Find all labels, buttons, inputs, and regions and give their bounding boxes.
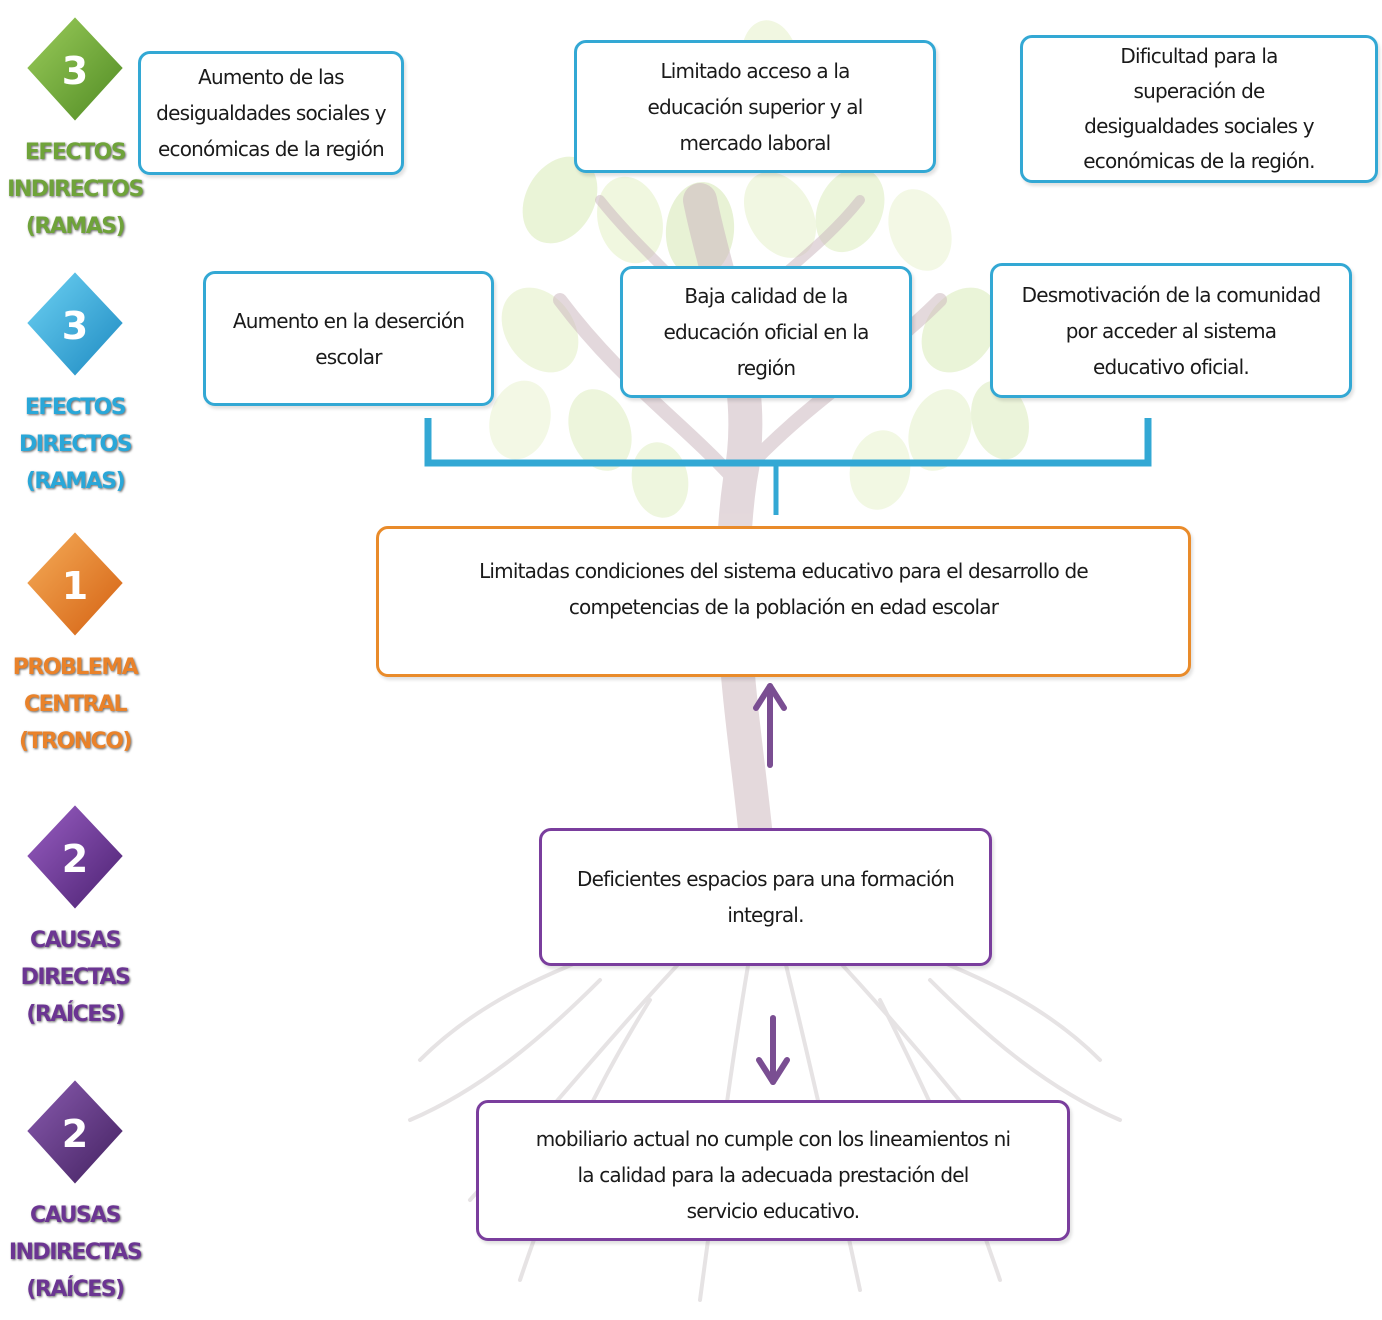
box-text-line: económicas de la región — [158, 137, 385, 161]
box-text-line: Desmotivación de la comunidad — [1021, 282, 1322, 307]
badge-line: (TRONCO) — [18, 729, 133, 754]
indirect-effect-box-1: Aumento de las desigualdades sociales y … — [138, 51, 404, 175]
badge-line: (RAÍCES) — [26, 1002, 125, 1027]
box-text-line: desigualdades sociales y — [1084, 114, 1314, 138]
box-text-line: económicas de la región. — [1083, 149, 1315, 173]
badge-line: CAUSAS — [29, 1203, 122, 1228]
badge-line: INDIRECTAS — [8, 1240, 143, 1265]
up-arrow — [753, 683, 787, 768]
box-text-line: educación superior y al — [647, 94, 863, 119]
box-text-line: Limitadas condiciones del sistema educat… — [479, 559, 1089, 583]
box-text-line: Aumento en la deserción — [232, 308, 465, 333]
legend-causas-directas: 2 CAUSAS DIRECTAS (RAÍCES) — [0, 798, 150, 1033]
box-text-line: desigualdades sociales y — [156, 101, 386, 125]
direct-effect-box-2: Baja calidad de la educación oficial en … — [620, 266, 912, 398]
diamond-icon: 2 — [24, 802, 126, 912]
direct-cause-box: Deficientes espacios para una formación … — [539, 828, 992, 966]
box-text-line: por acceder al sistema — [1065, 318, 1277, 343]
badge-line: PROBLEMA — [12, 655, 139, 680]
badge-line: CENTRAL — [23, 692, 128, 717]
box-text-line: servicio educativo. — [686, 1199, 861, 1223]
legend-problema-central: 1 PROBLEMA CENTRAL (TRONCO) — [0, 525, 150, 760]
effects-bracket — [424, 418, 1152, 467]
legend-efectos-indirectos: 3 EFECTOS INDIRECTOS (RAMAS) — [0, 10, 150, 245]
badge-line: DIRECTOS — [18, 432, 133, 457]
box-text-line: Deficientes espacios para una formación — [577, 867, 955, 891]
box-text-line: competencias de la población en edad esc… — [568, 595, 999, 619]
legend-causas-indirectas: 2 CAUSAS INDIRECTAS (RAÍCES) — [0, 1073, 150, 1308]
diamond-icon: 3 — [24, 269, 126, 379]
tree-leaves — [489, 20, 1029, 518]
box-text-line: escolar — [315, 344, 382, 369]
box-text-line: la calidad para la adecuada prestación d… — [577, 1163, 969, 1187]
badge-number: 2 — [62, 1112, 88, 1156]
badge-number: 3 — [62, 49, 88, 93]
badge-line: INDIRECTOS — [7, 177, 144, 202]
box-text-line: integral. — [727, 903, 804, 927]
direct-effect-box-1: Aumento en la deserción escolar — [203, 271, 494, 406]
box-text-line: Limitado acceso a la — [660, 58, 850, 83]
diamond-icon: 1 — [24, 529, 126, 639]
direct-effect-box-3: Desmotivación de la comunidad por accede… — [990, 263, 1352, 398]
down-arrow — [756, 1015, 790, 1085]
box-text-line: mobiliario actual no cumple con los line… — [535, 1127, 1011, 1151]
badge-line: (RAMAS) — [25, 469, 126, 494]
diamond-icon: 2 — [24, 1077, 126, 1187]
box-text-line: Baja calidad de la — [684, 284, 848, 308]
badge-line: EFECTOS — [24, 395, 127, 420]
badge-line: (RAMAS) — [25, 214, 126, 239]
badge-number: 2 — [62, 837, 88, 881]
box-text-line: superación de — [1133, 79, 1266, 103]
badge-line: EFECTOS — [24, 140, 127, 165]
badge-line: (RAÍCES) — [26, 1277, 125, 1302]
box-text-line: educativo oficial. — [1093, 354, 1250, 379]
indirect-effect-box-3: Dificultad para la superación de desigua… — [1020, 35, 1378, 183]
badge-line: CAUSAS — [29, 928, 122, 953]
central-problem-box: Limitadas condiciones del sistema educat… — [376, 526, 1191, 677]
diamond-icon: 3 — [24, 14, 126, 124]
box-text-line: región — [736, 356, 796, 380]
indirect-effect-box-2: Limitado acceso a la educación superior … — [574, 40, 936, 173]
badge-line: DIRECTAS — [20, 965, 131, 990]
box-text-line: educación oficial en la — [663, 320, 869, 344]
box-text-line: mercado laboral — [679, 130, 832, 155]
box-text-line: Dificultad para la — [1120, 44, 1278, 68]
box-text-line: Aumento de las — [198, 65, 344, 89]
indirect-cause-box: mobiliario actual no cumple con los line… — [476, 1100, 1070, 1241]
legend-efectos-directos: 3 EFECTOS DIRECTOS (RAMAS) — [0, 265, 150, 500]
badge-number: 3 — [62, 304, 88, 348]
badge-number: 1 — [62, 564, 88, 608]
